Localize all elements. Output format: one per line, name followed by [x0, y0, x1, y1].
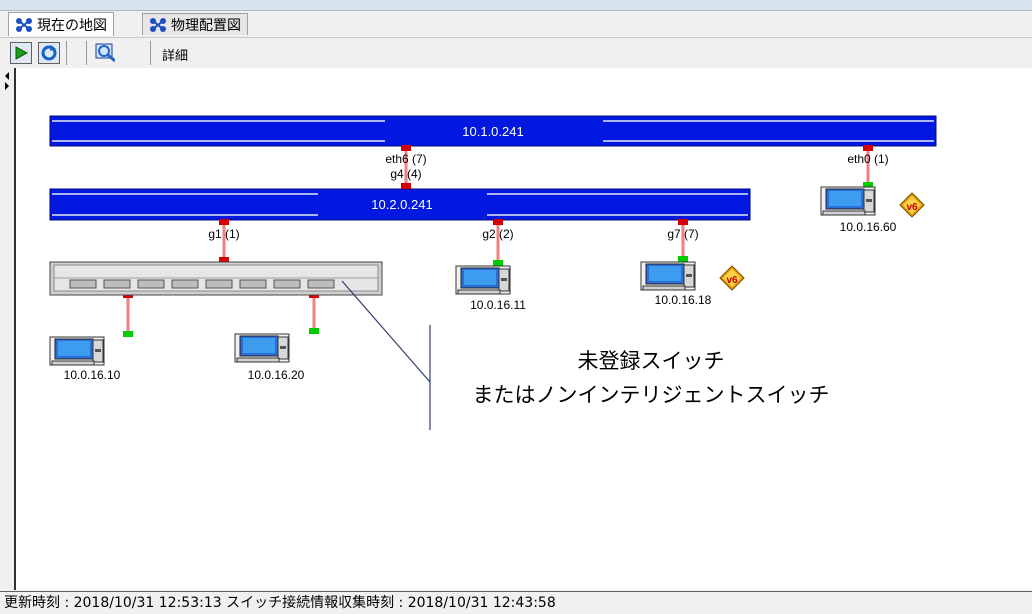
host-10-0-16-18[interactable]: v6 10.0.16.18: [640, 261, 745, 307]
host-port-marker: [678, 256, 688, 262]
host-ip-label: 10.0.16.18: [655, 293, 712, 307]
status-bar: 更新時刻 : 2018/10/31 12:53:13 スイッチ接続情報収集時刻 …: [0, 591, 1032, 614]
network-map: 10.1.0.241 10.2.0.241 eth6 (7) g4 (4) et…: [49, 115, 937, 430]
port-marker: [219, 219, 229, 225]
port-label: g4 (4): [390, 167, 421, 181]
tab-label: 現在の地図: [37, 17, 107, 34]
port-marker: [493, 219, 503, 225]
host-port-marker: [863, 182, 873, 188]
port-marker: [401, 183, 411, 189]
host-port-marker: [493, 260, 503, 266]
port-label: g1 (1): [208, 227, 239, 241]
toolbar-separator: [150, 41, 151, 65]
network-map-icon: [15, 17, 33, 33]
port-marker: [678, 219, 688, 225]
host-ip-label: 10.0.16.60: [840, 220, 897, 234]
svg-text:v6: v6: [726, 275, 738, 286]
refresh-button[interactable]: [38, 42, 60, 64]
network-map-icon: [149, 17, 167, 33]
ipv6-badge-icon: v6: [899, 192, 925, 218]
tab-current-map[interactable]: 現在の地図: [8, 12, 114, 36]
ipv6-badge-icon: v6: [719, 265, 745, 291]
window-top-border: [0, 0, 1032, 11]
switch-label: 10.2.0.241: [371, 197, 432, 212]
host-10-0-16-10[interactable]: 10.0.16.10: [49, 336, 121, 382]
svg-text:v6: v6: [906, 202, 918, 213]
port-label: eth0 (1): [847, 152, 888, 166]
callout-text-line1: 未登録スイッチ: [578, 350, 725, 373]
status-text: 更新時刻 : 2018/10/31 12:53:13 スイッチ接続情報収集時刻 …: [4, 595, 556, 611]
refresh-icon: [41, 45, 57, 61]
callout-line: [341, 280, 431, 383]
host-port-marker: [123, 331, 133, 337]
host-ip-label: 10.0.16.10: [64, 368, 121, 382]
switch-10-2-0-241[interactable]: 10.2.0.241: [49, 188, 751, 221]
switch-label: 10.1.0.241: [462, 124, 523, 139]
switch-10-1-0-241[interactable]: 10.1.0.241: [49, 115, 937, 147]
tab-bar: 現在の地図 物理配置図: [0, 11, 1032, 36]
callout-text-line2: またはノンインテリジェントスイッチ: [473, 384, 830, 407]
host-10-0-16-20[interactable]: 10.0.16.20: [234, 333, 305, 382]
port-label: g7 (7): [667, 227, 698, 241]
left-collapse-bar[interactable]: [0, 68, 16, 590]
play-button[interactable]: [10, 42, 32, 64]
collapse-arrow-icon: [5, 72, 9, 90]
host-ip-label: 10.0.16.11: [470, 298, 526, 312]
port-marker: [219, 257, 229, 263]
host-10-0-16-11[interactable]: 10.0.16.11: [455, 265, 526, 312]
toolbar-separator: [86, 41, 87, 65]
host-ip-label: 10.0.16.20: [248, 368, 305, 382]
host-10-0-16-60[interactable]: v6 10.0.16.60: [820, 186, 925, 234]
toolbar: 詳細: [0, 37, 1032, 69]
search-button[interactable]: [94, 42, 116, 64]
tab-label: 物理配置図: [171, 17, 241, 34]
play-icon: [15, 46, 29, 60]
unmanaged-switch-icon[interactable]: [49, 261, 383, 296]
port-label: eth6 (7): [385, 152, 426, 166]
port-label: g2 (2): [482, 227, 513, 241]
port-marker: [863, 145, 873, 151]
host-port-marker: [309, 328, 319, 334]
network-map-canvas[interactable]: 10.1.0.241 10.2.0.241 eth6 (7) g4 (4) et…: [16, 68, 1032, 590]
search-icon: [95, 43, 115, 63]
tab-physical-layout[interactable]: 物理配置図: [142, 13, 248, 35]
detail-label[interactable]: 詳細: [162, 49, 189, 64]
port-marker: [401, 145, 411, 151]
toolbar-separator: [66, 41, 67, 65]
